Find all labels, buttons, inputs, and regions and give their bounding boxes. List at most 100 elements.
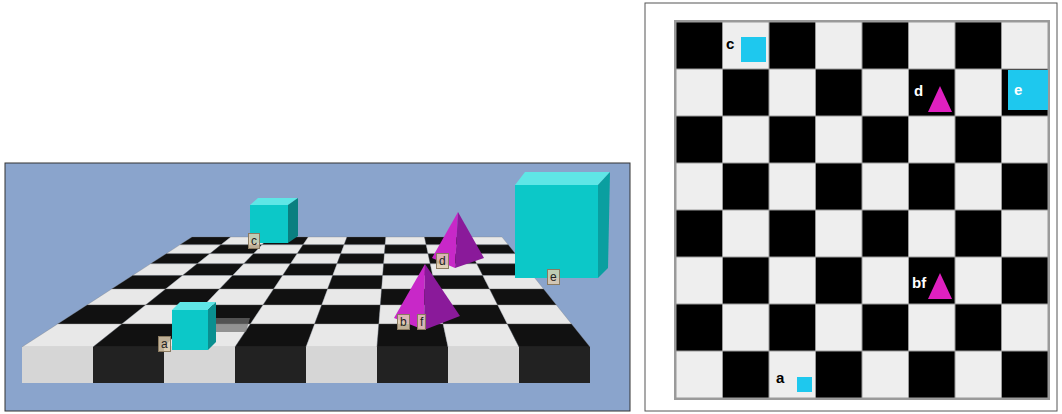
board-square [322, 289, 382, 305]
board-square [377, 324, 448, 347]
board-square [315, 305, 381, 324]
board-square [863, 117, 909, 163]
board-square [677, 23, 723, 69]
board-square [863, 352, 909, 398]
board-square [723, 305, 769, 351]
board-square [956, 164, 1002, 210]
board-square [956, 117, 1002, 163]
view-frame [5, 163, 630, 411]
board-square [443, 324, 519, 347]
checkerboard-top [677, 23, 1048, 398]
pyramid-mark [928, 273, 952, 299]
board-edge [519, 347, 590, 383]
board-square [956, 258, 1002, 304]
board-square [723, 70, 769, 116]
board-square [1002, 23, 1048, 69]
board-square [490, 289, 557, 305]
cube [515, 172, 610, 278]
board-square [723, 23, 769, 69]
board-square [677, 258, 723, 304]
board-square [816, 211, 862, 257]
cube-mark [1008, 70, 1048, 110]
object-name: e [1014, 82, 1022, 97]
board-square [1002, 70, 1048, 116]
pyramid [394, 264, 460, 330]
object-tag: f [417, 314, 426, 330]
board-square [507, 324, 590, 347]
board-square [233, 264, 291, 276]
board-square [306, 324, 379, 347]
board-square [263, 289, 328, 305]
object-name: bf [912, 275, 926, 290]
board-square [220, 275, 283, 289]
board-square [328, 275, 383, 289]
board-square [344, 237, 386, 245]
checkerboard-3d [22, 237, 590, 383]
board-square [816, 258, 862, 304]
object-tag: b [397, 314, 410, 330]
board-square [909, 211, 955, 257]
pyramid-mark [928, 86, 952, 112]
board-square [433, 275, 490, 289]
board-square [253, 245, 303, 254]
board-square [909, 70, 955, 116]
object-tag: a [158, 336, 171, 352]
object-tag: e [547, 269, 560, 285]
board-square [816, 164, 862, 210]
board-square [1002, 352, 1048, 398]
board-square [863, 258, 909, 304]
board-square [816, 70, 862, 116]
board-square [770, 211, 816, 257]
board-square [956, 305, 1002, 351]
board-edge [93, 347, 164, 383]
cube-mark [797, 377, 812, 392]
board-square [863, 305, 909, 351]
board-square [677, 211, 723, 257]
board-square [723, 211, 769, 257]
board-square [244, 254, 297, 264]
board-square [816, 352, 862, 398]
board-square [341, 245, 385, 254]
board-square [337, 254, 384, 264]
board-square [909, 258, 955, 304]
board-square [1002, 164, 1048, 210]
board-square [816, 23, 862, 69]
board-edge [235, 347, 306, 383]
board-square [1002, 211, 1048, 257]
board-square [770, 258, 816, 304]
cube-mark [741, 37, 766, 62]
board-square [723, 164, 769, 210]
object-tag: c [248, 233, 260, 249]
board-square [250, 305, 321, 324]
board-edge [377, 347, 448, 383]
board-edge [164, 347, 235, 383]
board-square [909, 305, 955, 351]
board-square [1002, 305, 1048, 351]
object-name: a [776, 370, 784, 385]
board-square [677, 164, 723, 210]
board-square [384, 245, 428, 254]
board-square [677, 70, 723, 116]
board-square [274, 275, 333, 289]
board-square [290, 254, 340, 264]
board-square [384, 254, 431, 264]
object-tag: d [436, 253, 449, 269]
board-square [956, 352, 1002, 398]
board-square [909, 117, 955, 163]
board-square [677, 117, 723, 163]
board-square [863, 23, 909, 69]
board-square [297, 245, 344, 254]
board-square [909, 164, 955, 210]
board-square [909, 23, 955, 69]
board-square [333, 264, 384, 276]
board-square [723, 258, 769, 304]
board-square [723, 117, 769, 163]
object-name: c [726, 36, 734, 51]
board-square [863, 211, 909, 257]
board-square [863, 70, 909, 116]
board-square [956, 70, 1002, 116]
board-square [303, 237, 347, 245]
board-square [770, 352, 816, 398]
